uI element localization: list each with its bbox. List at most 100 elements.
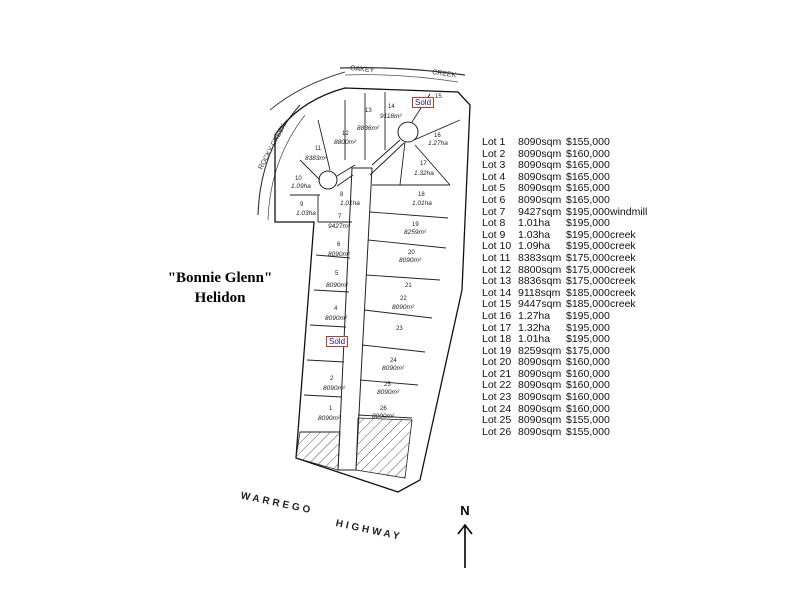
lot-number: Lot 15 [482, 298, 512, 311]
lot-price: $175,000 [566, 275, 610, 288]
lot-size: 8090sqm [518, 414, 562, 427]
lot-note: creek [610, 228, 636, 241]
lot-number: Lot 7 [482, 205, 506, 218]
lot-label-8: 8 [340, 192, 344, 198]
reserve-east [355, 417, 413, 479]
lot-label-23: 23 [396, 326, 403, 332]
lot-number: Lot 19 [482, 344, 512, 357]
lot-price: $195,000 [566, 309, 610, 322]
lot-label-25: 25 [384, 382, 391, 388]
lot-price: $195,000 [566, 228, 610, 241]
lot-number: Lot 20 [482, 356, 512, 369]
lot-number: Lot 3 [482, 159, 506, 172]
lot-note: windmill [610, 205, 648, 218]
lot-price: $195,000 [566, 321, 610, 334]
lot-note: creek [610, 286, 636, 299]
lot-size: 8090sqm [518, 147, 562, 160]
lot-number: Lot 17 [482, 321, 512, 334]
lot-label-2: 2 [330, 376, 334, 382]
lot-size: 1.01ha [518, 333, 551, 346]
lot-area-4: 8090m² [325, 315, 348, 322]
lot-price: $165,000 [566, 193, 610, 206]
lot-label-4: 4 [334, 306, 338, 312]
oakey-creek-bank-2 [269, 71, 346, 111]
lot-area-13: 8836m² [357, 125, 380, 132]
lot-area-25: 8090m² [377, 389, 400, 396]
lot-price: $175,000 [566, 263, 610, 276]
lot-label-20: 20 [408, 250, 415, 256]
lot-area-22: 8090m² [392, 304, 415, 311]
road-spur-north [369, 139, 405, 176]
lot-area-17: 1.32ha [414, 170, 434, 177]
lot-area-10: 1.09ha [291, 183, 311, 190]
lot-note: creek [610, 240, 636, 253]
estate-title: "Bonnie Glenn" [167, 270, 273, 286]
lot-area-16: 1.27ha [428, 140, 448, 147]
lot-area-2: 8090m² [323, 385, 346, 392]
lot-label-9: 9 [300, 202, 304, 208]
lot-price: $185,000 [566, 286, 610, 299]
lot-number: Lot 18 [482, 333, 512, 346]
lot-price: $160,000 [566, 379, 610, 392]
lot-lines-right [357, 93, 461, 419]
lot-area-18: 1.01ha [412, 200, 432, 207]
oakey-creek-bank [344, 74, 459, 83]
lot-number: Lot 23 [482, 391, 512, 404]
lot-price: $160,000 [566, 402, 610, 415]
oakey-label: OAKEY [350, 65, 375, 75]
lot-number: Lot 13 [482, 275, 512, 288]
lot-label-10: 10 [295, 176, 302, 182]
lot-area-7: 9427m² [328, 223, 351, 230]
lot-label-7: 7 [338, 214, 342, 220]
lot-price: $165,000 [566, 182, 610, 195]
lot-number: Lot 26 [482, 425, 512, 438]
lot-price: $160,000 [566, 367, 610, 380]
lot-number: Lot 25 [482, 414, 512, 427]
lot-number: Lot 22 [482, 379, 512, 392]
lot-label-6: 6 [337, 242, 341, 248]
lot-label-21: 21 [405, 283, 412, 289]
estate-boundary [274, 87, 471, 493]
lot-area-24: 8090m² [382, 365, 405, 372]
lot-size: 8800sqm [518, 263, 562, 276]
lot-label-12: 12 [342, 131, 349, 137]
rocky-creek-label: ROCKY CREEK [258, 122, 288, 170]
lot-area-12: 8800m² [334, 139, 357, 146]
lot-size: 8090sqm [518, 136, 562, 148]
lot-price: $155,000 [566, 414, 610, 427]
sold-tag-north: Sold [412, 97, 435, 108]
lot-number: Lot 21 [482, 367, 512, 380]
lot-price: $175,000 [566, 344, 610, 357]
lot-number: Lot 11 [482, 251, 511, 264]
lot-lines-left [290, 92, 386, 433]
lot-size: 8090sqm [518, 182, 562, 195]
lot-price: $195,000 [566, 205, 610, 218]
north-arrow-icon [457, 523, 473, 568]
lot-area-11: 8383m² [305, 155, 328, 162]
lot-label-15: 15 [435, 94, 442, 100]
lot-label-24: 24 [390, 358, 397, 364]
oakey-creek-line [339, 67, 466, 76]
reserve-west [295, 431, 341, 471]
lot-size: 8259sqm [518, 344, 562, 357]
lot-size: 8090sqm [518, 193, 562, 206]
rocky-creek-bank [267, 114, 306, 221]
lot-area-9: 1.03ha [296, 210, 316, 217]
oakey-creek-label: CREEK [432, 69, 457, 79]
lot-number: Lot 1 [482, 136, 506, 148]
lot-size: 8090sqm [518, 391, 562, 404]
lot-area-8: 1.01ha [340, 200, 360, 207]
lot-number: Lot 5 [482, 182, 506, 195]
lot-label-18: 18 [418, 192, 425, 198]
lot-area-5: 8090m² [326, 282, 349, 289]
lot-price: $155,000 [566, 136, 610, 148]
lot-label-19: 19 [412, 222, 419, 228]
lot-note: creek [610, 263, 636, 276]
lot-label-22: 22 [400, 296, 407, 302]
sold-tag-south: Sold [326, 336, 349, 347]
lot-number: Lot 12 [482, 263, 512, 276]
estate-locality: Helidon [194, 290, 246, 306]
lot-size: 8383sqm [518, 251, 562, 264]
lot-area-26: 8090m² [372, 413, 395, 420]
lot-number: Lot 6 [482, 193, 506, 206]
